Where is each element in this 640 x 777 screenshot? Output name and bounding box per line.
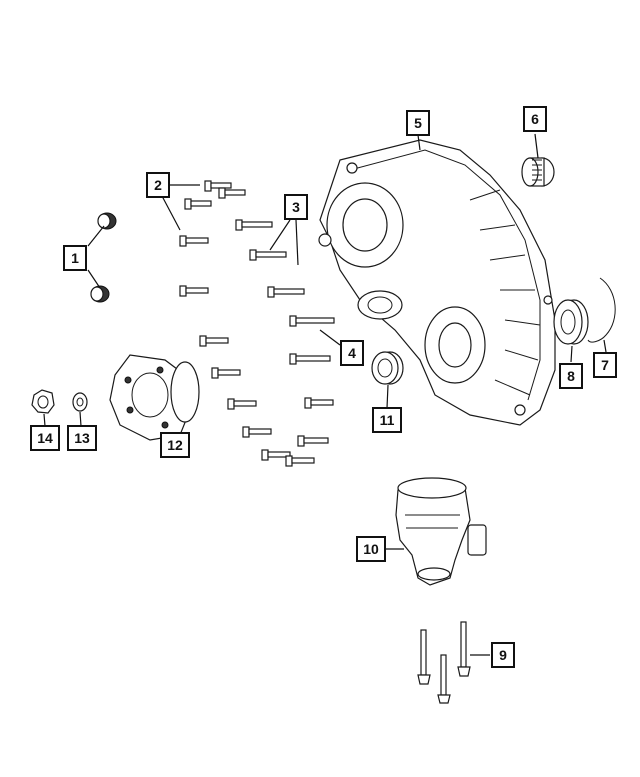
callout-13: 13 (67, 425, 97, 451)
svg-text:1: 1 (71, 250, 79, 266)
svg-text:12: 12 (167, 437, 183, 453)
svg-text:4: 4 (348, 345, 356, 361)
oil-seal (371, 351, 404, 385)
svg-text:6: 6 (531, 111, 539, 127)
svg-text:7: 7 (601, 357, 609, 373)
svg-text:3: 3 (292, 199, 300, 215)
companion-flange (109, 354, 200, 441)
svg-text:2: 2 (154, 177, 162, 193)
snap-ring (587, 277, 616, 343)
shift-motor (395, 477, 487, 586)
callout-10: 10 (356, 536, 386, 562)
callout-7: 7 (593, 352, 617, 378)
output-bearing (553, 299, 589, 345)
needle-bearing (521, 157, 555, 187)
motor-bolts (417, 621, 471, 704)
washer (72, 392, 88, 412)
svg-text:14: 14 (37, 430, 53, 446)
svg-text:5: 5 (414, 115, 422, 131)
callout-3: 3 (284, 194, 308, 220)
case-bolts (179, 180, 335, 467)
callout-14: 14 (30, 425, 60, 451)
svg-text:11: 11 (380, 412, 395, 428)
callout-1: 1 (63, 245, 87, 271)
callout-11: 11 (372, 407, 402, 433)
callout-8: 8 (559, 363, 583, 389)
callout-12: 12 (160, 432, 190, 458)
callout-5: 5 (406, 110, 430, 136)
callout-4: 4 (340, 340, 364, 366)
transfer-case-housing (318, 139, 556, 426)
leader-lines (43, 133, 607, 656)
callout-2: 2 (146, 172, 170, 198)
callout-9: 9 (491, 642, 515, 668)
plugs (90, 212, 117, 303)
svg-text:13: 13 (74, 430, 90, 446)
callout-6: 6 (523, 106, 547, 132)
flange-nut (31, 389, 55, 414)
svg-text:9: 9 (499, 647, 507, 663)
svg-text:10: 10 (363, 541, 379, 557)
svg-text:8: 8 (567, 368, 575, 384)
